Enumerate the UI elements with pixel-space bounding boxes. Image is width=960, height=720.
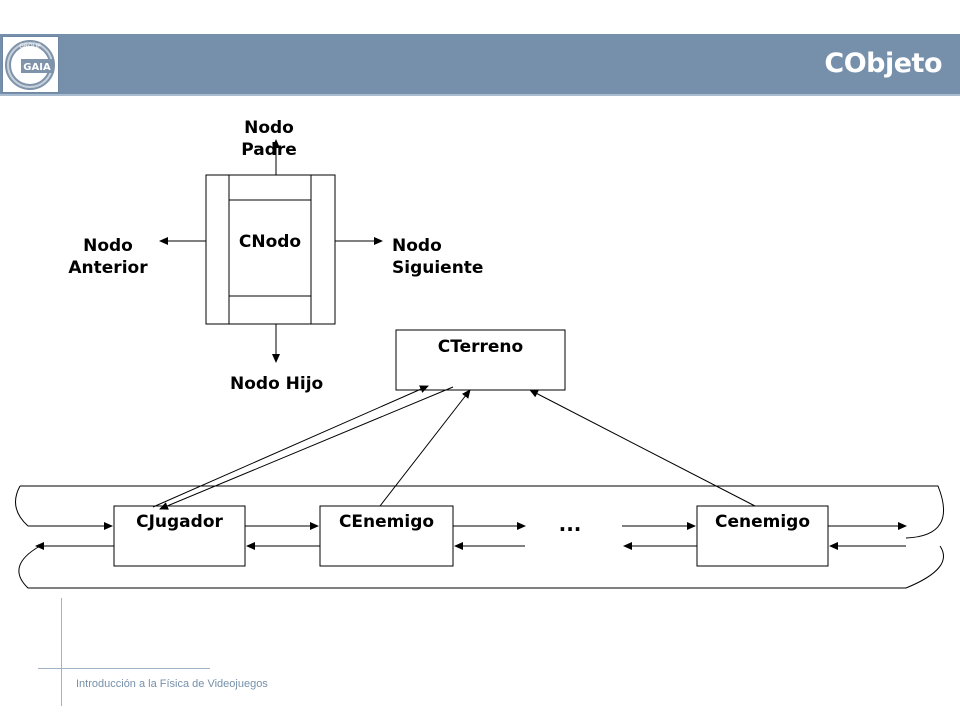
cenemigo-last-box <box>696 505 829 567</box>
logo-ring-text: GROUP <box>19 43 41 50</box>
arrow-terreno-to-jugador <box>159 386 454 510</box>
cenemigo-box <box>319 505 454 567</box>
loop-backward-line <box>18 545 945 589</box>
label-previous-node: Nodo Anterior <box>68 236 148 278</box>
arrow-enemigo-to-terreno <box>379 389 471 507</box>
header-bar <box>0 34 960 94</box>
arrow-jugador-to-terreno <box>152 385 429 508</box>
cnodo-label: CNodo <box>238 232 302 252</box>
gaia-logo: GAIA GROUP <box>2 36 59 93</box>
header-divider <box>0 94 960 96</box>
gaia-logo-icon: GAIA GROUP <box>5 40 55 90</box>
loop-forward-line <box>20 485 945 539</box>
cnodo-box <box>205 174 336 325</box>
cenemigo-last-label: Cenemigo <box>714 512 811 532</box>
cenemigo-label: CEnemigo <box>338 512 435 532</box>
cterreno-label: CTerreno <box>437 337 524 357</box>
label-next-node: Nodo Siguiente <box>392 236 484 278</box>
footer-horizontal-rule <box>38 668 210 669</box>
cjugador-label: CJugador <box>136 512 223 532</box>
ellipsis-label: ... <box>558 512 582 536</box>
label-parent-node: Nodo Padre <box>241 118 297 160</box>
footer-text: Introducción a la Física de Videojuegos <box>76 678 268 690</box>
page-title: CObjeto <box>824 48 942 79</box>
arrow-cenemigo-to-terreno <box>529 389 756 507</box>
logo-text: GAIA <box>23 62 51 73</box>
cterreno-box <box>395 329 566 391</box>
label-child-node: Nodo Hijo <box>230 374 324 394</box>
footer-vertical-rule <box>61 598 62 706</box>
cjugador-box <box>113 505 246 567</box>
